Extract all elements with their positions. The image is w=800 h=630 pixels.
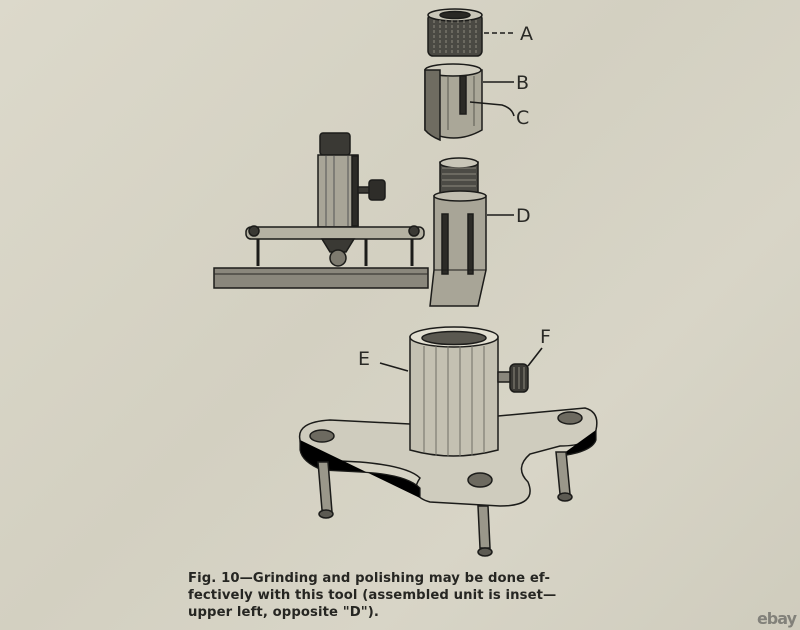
label-b: B bbox=[516, 72, 529, 94]
part-a-knurled-nut bbox=[427, 8, 483, 57]
label-d: D bbox=[516, 205, 531, 227]
leader-lines bbox=[379, 32, 543, 372]
label-e: E bbox=[358, 348, 370, 370]
caption-line: upper left, opposite "D"). bbox=[188, 605, 379, 620]
part-b-slotted-sleeve bbox=[424, 63, 483, 142]
caption-line: fectively with this tool (assembled unit… bbox=[188, 588, 557, 603]
caption-line: Fig. 10—Grinding and polishing may be do… bbox=[188, 571, 551, 586]
part-d-collet bbox=[429, 157, 487, 307]
ebay-watermark: ebay bbox=[756, 609, 797, 628]
assembled-unit-inset bbox=[213, 132, 429, 289]
label-c: C bbox=[516, 107, 529, 129]
label-a: A bbox=[520, 23, 533, 45]
label-f: F bbox=[540, 326, 551, 348]
part-e-base-holder bbox=[298, 326, 598, 557]
figure-caption: Fig. 10—Grinding and polishing may be do… bbox=[188, 570, 648, 621]
